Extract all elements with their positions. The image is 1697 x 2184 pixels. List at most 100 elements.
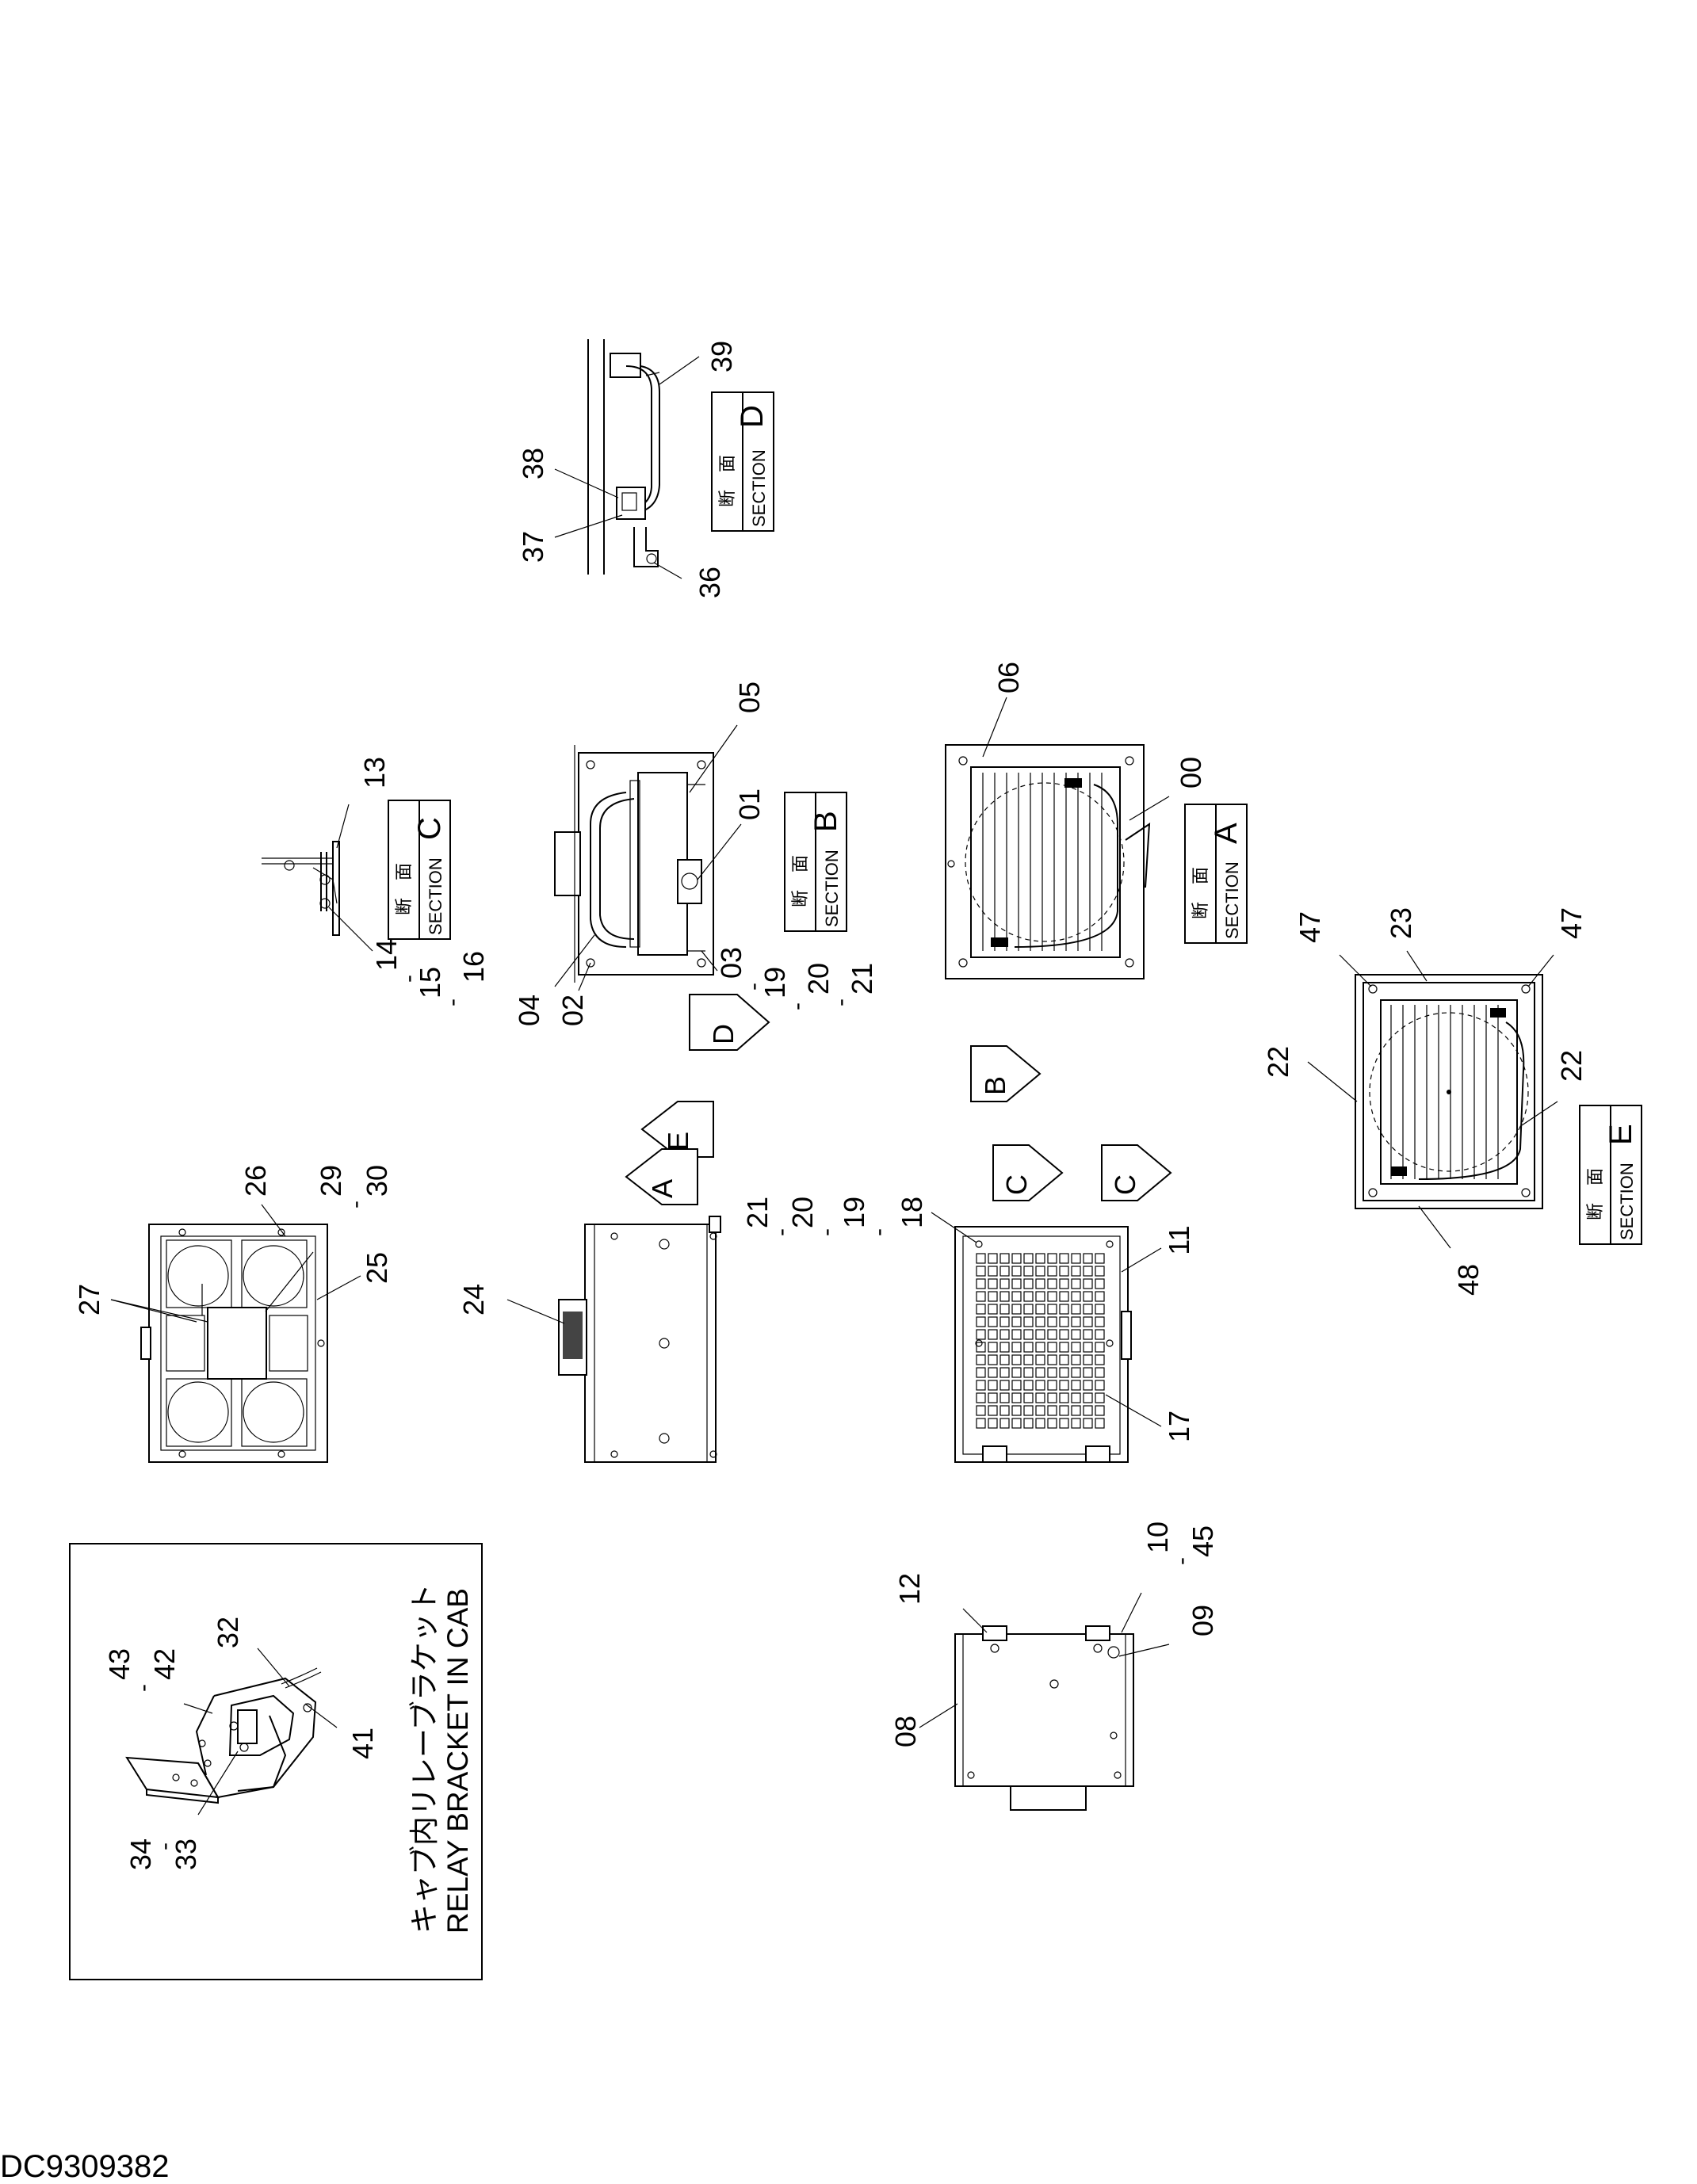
grille-hole [1059, 1418, 1069, 1429]
callout-22-right: 22 [1521, 1050, 1588, 1126]
grille-hole [988, 1405, 998, 1416]
callout-25: 25 [316, 1252, 393, 1300]
grille-hole [999, 1253, 1010, 1264]
section-label-a: A [1209, 823, 1244, 844]
grille-hole [988, 1329, 998, 1340]
svg-text:21: 21 [846, 963, 878, 995]
section-a-fins [982, 773, 1103, 951]
inset-title-en: RELAY BRACKET IN CAB [441, 1588, 474, 1934]
callout-10-45: 10 - 45 [1121, 1522, 1219, 1633]
grille-hole [976, 1316, 986, 1327]
section-c-view [262, 841, 340, 936]
grille-hole [999, 1266, 1010, 1277]
svg-text:32: 32 [212, 1617, 244, 1648]
callout-34-33: 34 - 33 [124, 1751, 239, 1870]
grille-hole [988, 1266, 998, 1277]
callout-39: 39 [659, 341, 738, 385]
callout-23: 23 [1385, 907, 1428, 982]
grille-hole [976, 1392, 986, 1403]
grille-hole [1071, 1291, 1081, 1302]
grille-hole [999, 1278, 1010, 1289]
grille-hole [976, 1354, 986, 1365]
view-arrow-a: A [625, 1148, 698, 1205]
svg-text:C: C [1000, 1174, 1033, 1195]
grille-hole [1035, 1316, 1045, 1327]
grille-hole [1047, 1266, 1057, 1277]
grille-hole [1035, 1405, 1045, 1416]
callout-02: 02 [556, 962, 591, 1026]
svg-text:12: 12 [893, 1573, 926, 1605]
grille-hole [1071, 1342, 1081, 1353]
grille-hole [1059, 1304, 1069, 1315]
callout-32: 32 [212, 1617, 290, 1687]
grille-hole [1035, 1291, 1045, 1302]
grille-hole [1071, 1304, 1081, 1315]
grille-hole [988, 1342, 998, 1353]
grille-hole [1059, 1354, 1069, 1365]
grille-hole [1059, 1316, 1069, 1327]
callout-14-15-16: 14 - 15 - 16 [328, 907, 490, 1006]
grille-hole [1059, 1405, 1069, 1416]
section-label-c: C [412, 817, 447, 840]
svg-text:18: 18 [896, 1197, 928, 1228]
grille-hole [1023, 1291, 1034, 1302]
grille-hole [1095, 1354, 1105, 1365]
grille-hole [1011, 1316, 1022, 1327]
svg-text:10: 10 [1141, 1522, 1174, 1553]
grille-hole [999, 1316, 1010, 1327]
svg-text:43: 43 [103, 1648, 136, 1680]
svg-text:-: - [439, 998, 465, 1006]
svg-text:29: 29 [315, 1165, 347, 1197]
grille-hole [1035, 1380, 1045, 1391]
grille-hole [1095, 1253, 1105, 1264]
part-label-37: 37 [517, 531, 549, 563]
svg-text:27: 27 [73, 1284, 105, 1315]
grille-hole [1047, 1291, 1057, 1302]
grille-hole [1035, 1354, 1045, 1365]
callout-21-20-19-18: 21 - 20 - 19 - 18 [741, 1197, 977, 1243]
svg-text:SECTION: SECTION [822, 850, 842, 927]
section-e-view [1355, 974, 1543, 1209]
grille-hole [1083, 1253, 1093, 1264]
grille-hole [1095, 1278, 1105, 1289]
grille-hole [976, 1329, 986, 1340]
grille-hole [1035, 1329, 1045, 1340]
svg-text:SECTION: SECTION [426, 857, 445, 935]
svg-text:-: - [1168, 1557, 1194, 1565]
grille-hole [1059, 1291, 1069, 1302]
grille-hole [988, 1380, 998, 1391]
grille-hole [1011, 1380, 1022, 1391]
grille-hole [1095, 1405, 1105, 1416]
inset-title-jp: キャブ内リレーブラケット [408, 1583, 441, 1934]
svg-text:04: 04 [513, 995, 545, 1026]
grille-hole [1095, 1266, 1105, 1277]
svg-text:00: 00 [1175, 757, 1207, 788]
section-c-title-box: 断 面 SECTION C [388, 800, 451, 940]
svg-text:01: 01 [733, 788, 766, 820]
grille-hole [988, 1367, 998, 1378]
grille-hole [1059, 1342, 1069, 1353]
grille-hole [1011, 1392, 1022, 1403]
grille-hole [1023, 1418, 1034, 1429]
svg-text:A: A [646, 1179, 678, 1198]
grille-hole [1011, 1266, 1022, 1277]
grille-hole [1023, 1367, 1034, 1378]
grille-hole [999, 1418, 1010, 1429]
grille-hole [1083, 1392, 1093, 1403]
svg-text:30: 30 [361, 1165, 393, 1197]
svg-text:22: 22 [1555, 1050, 1588, 1082]
callout-03-19-20-21: 03 - 19 - 20 - 21 [701, 947, 878, 1010]
svg-text:16: 16 [457, 951, 490, 983]
grille-hole [1023, 1278, 1034, 1289]
grille-hole [976, 1266, 986, 1277]
grille-hole [1083, 1418, 1093, 1429]
side-panel-view [558, 1216, 721, 1463]
grille-hole [1047, 1354, 1057, 1365]
section-b-title-box: 断 面 SECTION B [784, 792, 847, 932]
callout-38: 38 [517, 448, 619, 498]
callout-01: 01 [697, 788, 766, 880]
grille-hole [1059, 1392, 1069, 1403]
callout-12: 12 [893, 1573, 988, 1633]
callout-04: 04 [513, 934, 595, 1026]
svg-text:47: 47 [1555, 907, 1588, 939]
